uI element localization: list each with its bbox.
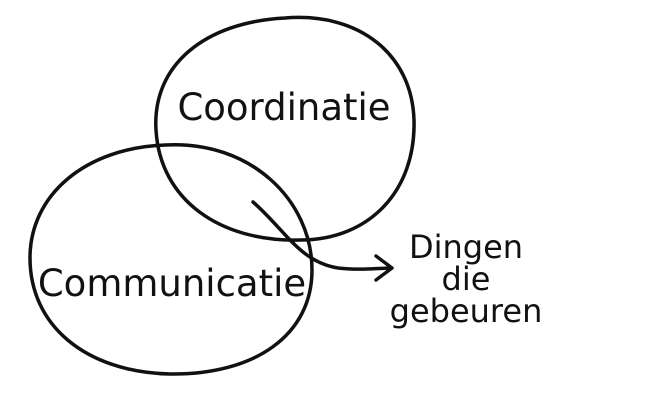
communication-label: Communicatie: [38, 262, 306, 305]
outcome-label-line2: die: [442, 260, 491, 298]
outcome-label-line1: Dingen: [409, 228, 523, 266]
outcome-label-line3: gebeuren: [390, 292, 543, 330]
coordination-circle: [154, 15, 416, 242]
communication-circle: [28, 143, 314, 376]
arrow-head: [374, 254, 394, 282]
coordination-label: Coordinatie: [177, 86, 390, 129]
arrow-line: [251, 200, 392, 271]
